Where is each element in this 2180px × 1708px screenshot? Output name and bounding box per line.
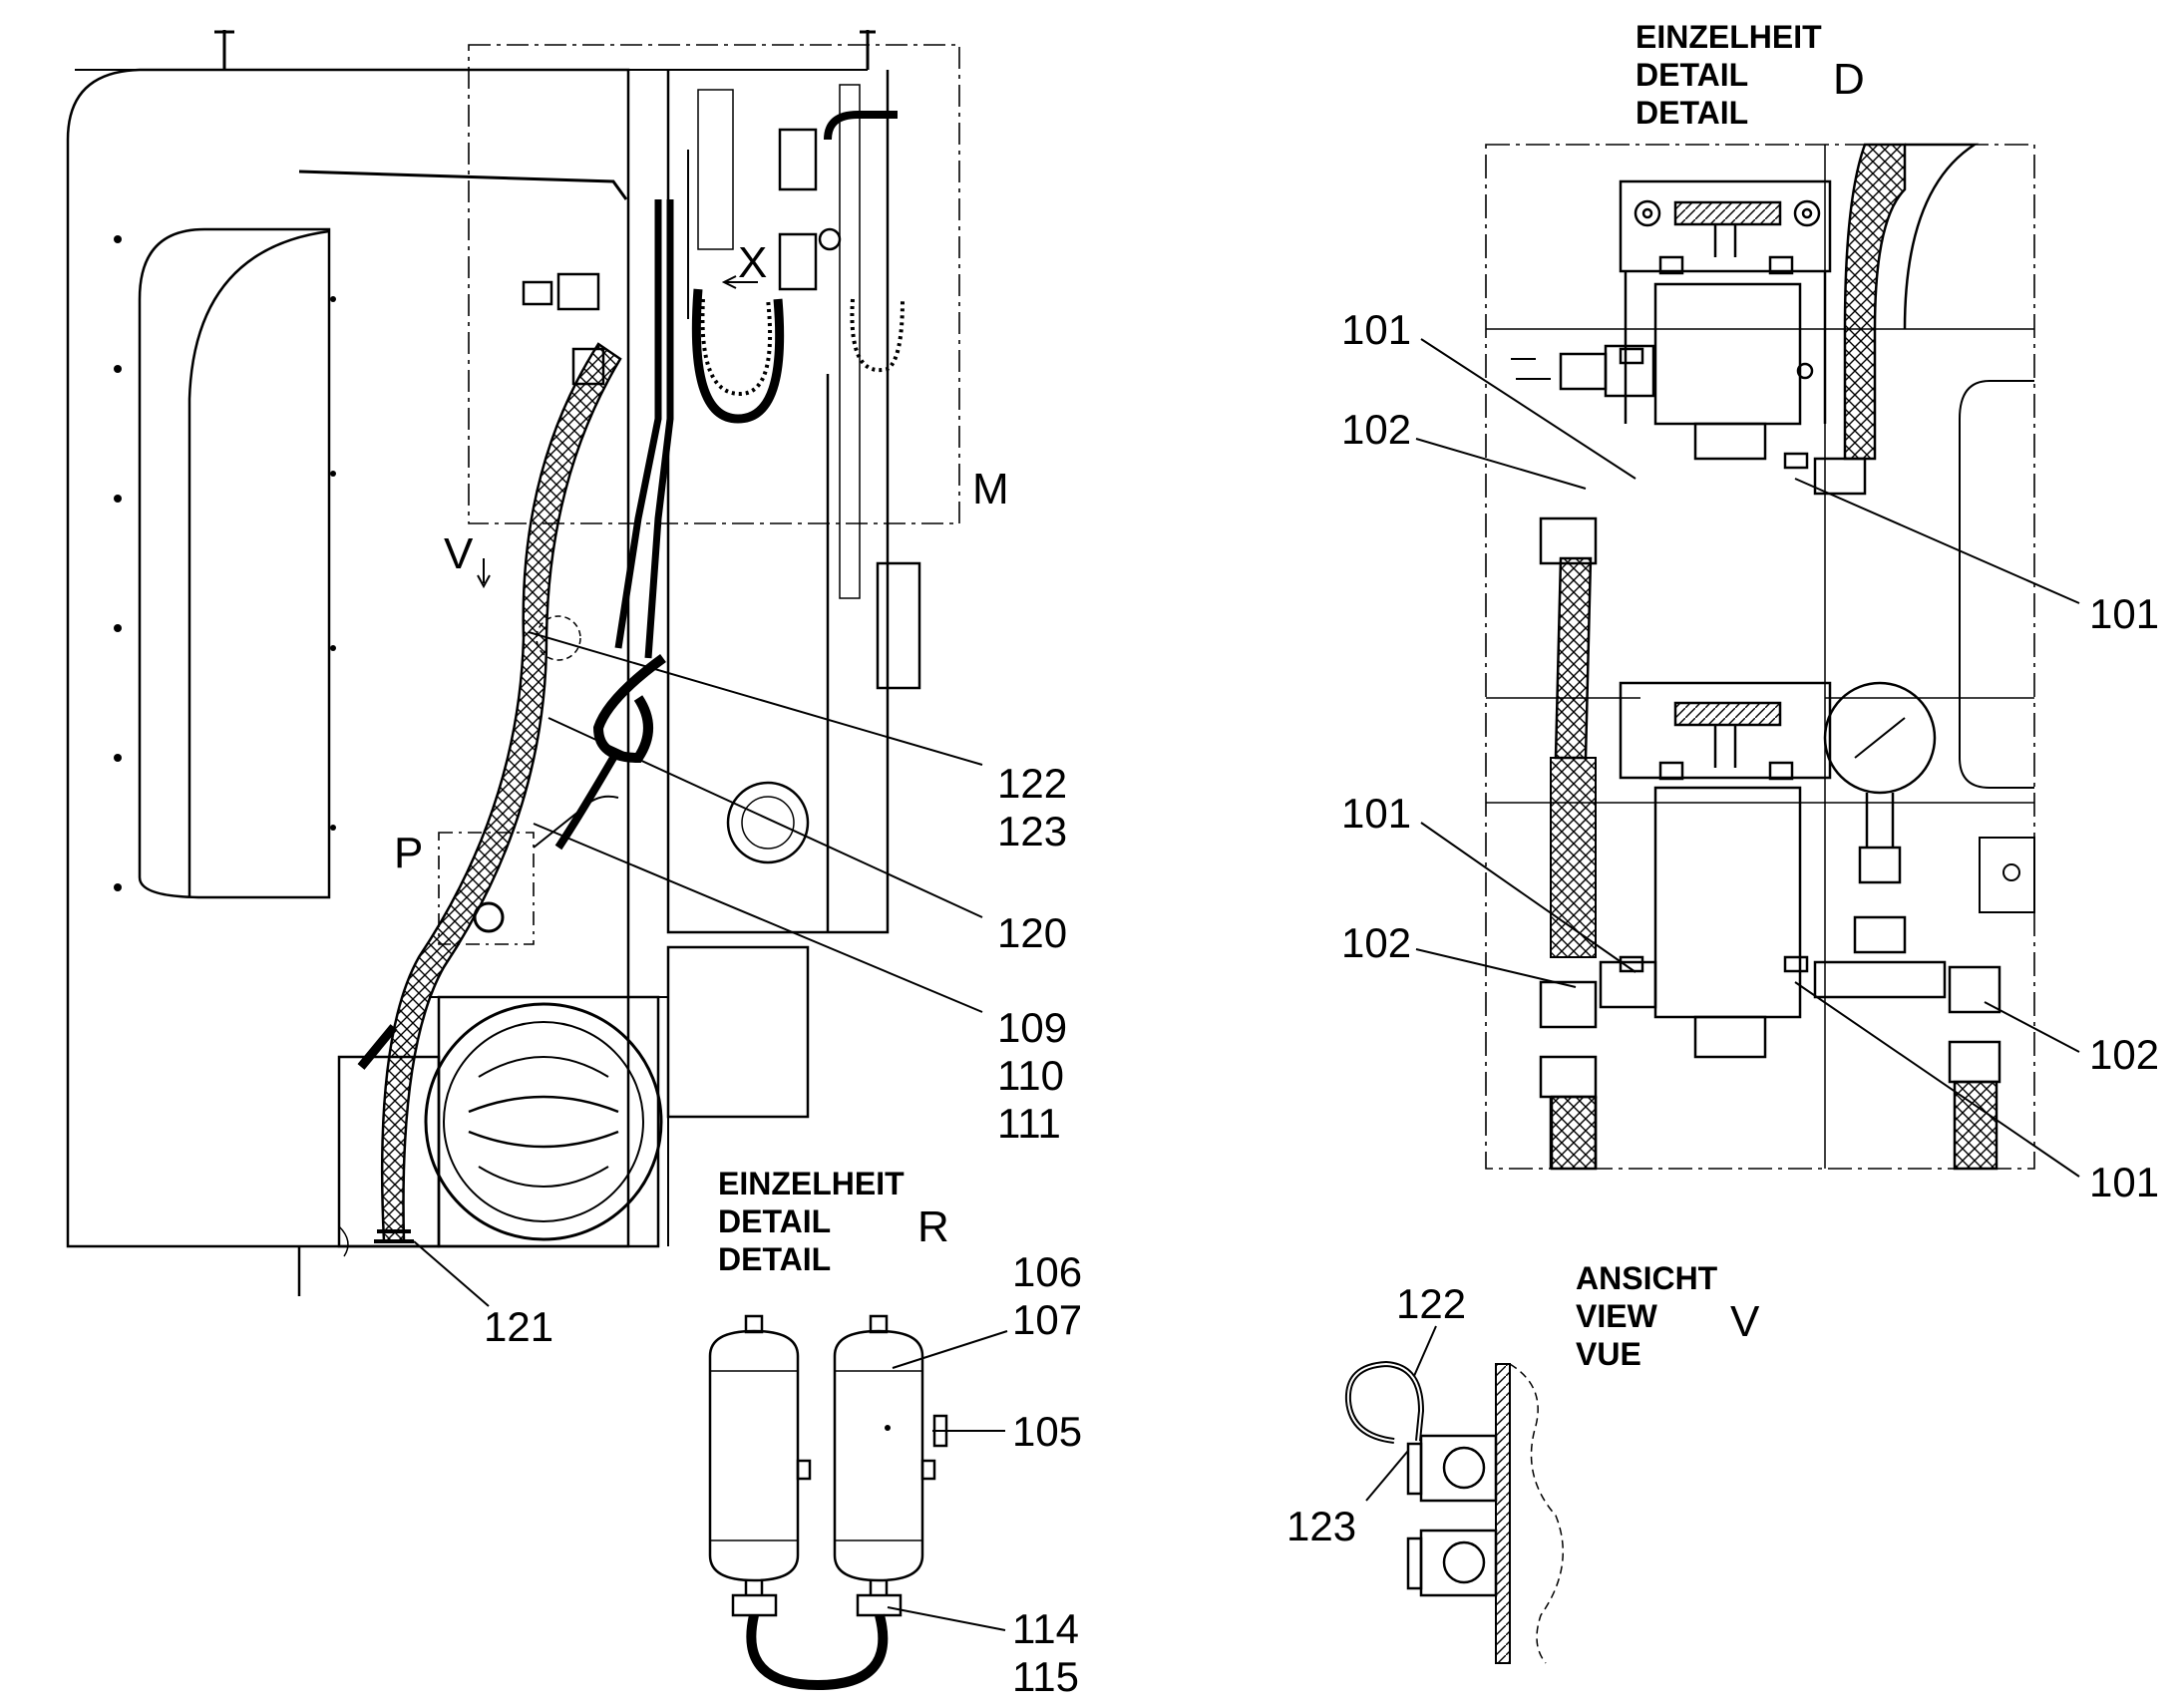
view-v-arrow bbox=[477, 558, 491, 589]
callout-106: 106 bbox=[1012, 1248, 1082, 1295]
callout-122: 122 bbox=[997, 760, 1067, 807]
callout-122-view: 122 bbox=[1396, 1280, 1466, 1327]
callout-101-bottom-left: 101 bbox=[1341, 790, 1411, 837]
callout-120: 120 bbox=[997, 909, 1067, 956]
callout-102-bottom-left: 102 bbox=[1341, 919, 1411, 966]
detail-r: EINZELHEIT DETAIL DETAIL R bbox=[708, 1166, 1082, 1700]
callouts-main: 122 123 120 109 110 111 121 M V X P bbox=[394, 238, 1067, 1350]
callout-107: 107 bbox=[1012, 1296, 1082, 1343]
detail-d-letter: D bbox=[1833, 55, 1865, 104]
callout-123: 123 bbox=[997, 808, 1067, 854]
callout-123-view: 123 bbox=[1286, 1503, 1356, 1549]
view-x-arrow bbox=[721, 275, 758, 289]
view-v-letter: V bbox=[1730, 1297, 1760, 1346]
callout-111: 111 bbox=[997, 1100, 1061, 1147]
callout-121: 121 bbox=[484, 1303, 553, 1350]
callout-101-bottom-right: 101 bbox=[2089, 1159, 2159, 1205]
callout-102-bottom-right: 102 bbox=[2089, 1031, 2159, 1078]
leader-lines-main bbox=[413, 631, 983, 1307]
detail-r-line2: DETAIL bbox=[718, 1203, 831, 1239]
detail-r-letter: R bbox=[917, 1202, 949, 1251]
view-letter-v: V bbox=[444, 529, 474, 578]
callout-110: 110 bbox=[997, 1052, 1064, 1099]
view-v-line2: VIEW bbox=[1576, 1298, 1658, 1334]
callout-114: 114 bbox=[1012, 1605, 1079, 1652]
view-letter-x: X bbox=[738, 238, 767, 287]
view-letter-m: M bbox=[972, 465, 1009, 513]
detail-r-line3: DETAIL bbox=[718, 1241, 831, 1277]
view-v: ANSICHT VIEW VUE V 122 123 bbox=[1286, 1260, 1760, 1664]
view-letter-p: P bbox=[394, 829, 423, 877]
callout-101-top-left: 101 bbox=[1341, 306, 1411, 353]
callout-102-top-left: 102 bbox=[1341, 406, 1411, 453]
view-v-line1: ANSICHT bbox=[1576, 1260, 1718, 1296]
callout-109: 109 bbox=[997, 1004, 1067, 1051]
detail-d-line1: EINZELHEIT bbox=[1635, 19, 1822, 55]
view-v-line3: VUE bbox=[1576, 1336, 1641, 1372]
callout-101-top-right: 101 bbox=[2089, 590, 2159, 637]
main-assembly bbox=[66, 30, 960, 1296]
detail-r-line1: EINZELHEIT bbox=[718, 1166, 905, 1201]
callout-115: 115 bbox=[1012, 1653, 1079, 1700]
detail-d-line3: DETAIL bbox=[1635, 95, 1748, 131]
callout-105: 105 bbox=[1012, 1408, 1082, 1455]
detail-d-line2: DETAIL bbox=[1635, 57, 1748, 93]
detail-d: EINZELHEIT DETAIL DETAIL D bbox=[1341, 19, 2159, 1205]
